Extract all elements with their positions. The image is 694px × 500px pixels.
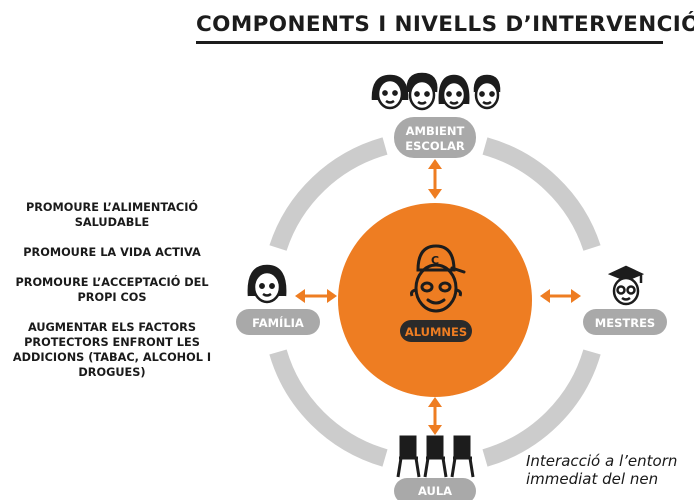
mestres-node (583, 309, 667, 335)
center-label-pill (400, 320, 472, 342)
familia-label: FAMÍLIA (252, 315, 304, 330)
goal-item: PROMOURE L’ACCEPTACIÓ DEL PROPI COS (15, 276, 209, 304)
center-circle (338, 203, 532, 397)
chair-icon (450, 435, 475, 478)
parent-face-icon (247, 264, 287, 304)
face-icon (473, 74, 501, 110)
ring-arc (482, 349, 601, 467)
aula-node (394, 478, 476, 500)
caption-line: Interacció a l’entorn (526, 452, 678, 470)
diagram-title: COMPONENTS I NIVELLS D’INTERVENCIÓ (196, 12, 694, 37)
ambient-escolar-label-line1: AMBIENT (406, 124, 465, 138)
teacher-icon (607, 265, 645, 306)
title-underline (196, 41, 663, 44)
caption-line: immediat del nen (526, 470, 659, 488)
caption: Interacció a l’entorn immediat del nen (526, 452, 677, 488)
familia-node (236, 309, 320, 335)
mestres-label: MESTRES (595, 316, 655, 330)
ring-arc (269, 349, 388, 467)
people-group-icon (371, 72, 501, 111)
ring-arc (269, 137, 388, 251)
face-icon (371, 74, 409, 110)
student-icon (410, 244, 466, 313)
double-arrow-icon (295, 289, 337, 303)
aula-label: AULA (418, 484, 452, 498)
ambient-escolar-label-line2: ESCOLAR (405, 139, 465, 153)
chair-icon (423, 435, 448, 478)
goal-item: AUGMENTAR ELS FACTORS PROTECTORS ENFRONT… (12, 321, 212, 379)
goals-list: PROMOURE L’ALIMENTACIÓ SALUDABLE PROMOUR… (0, 200, 224, 395)
face-icon (438, 74, 470, 110)
chairs-icon (396, 435, 475, 478)
ambient-escolar-node (394, 117, 476, 158)
double-arrow-icon (540, 289, 581, 303)
arrows (295, 159, 581, 435)
double-arrow-icon (428, 397, 442, 435)
center-label: ALUMNES (405, 325, 467, 339)
goal-item: PROMOURE LA VIDA ACTIVA (23, 246, 201, 259)
face-icon (406, 72, 438, 111)
double-arrow-icon (428, 159, 442, 199)
outer-ring (269, 137, 601, 467)
goal-item: PROMOURE L’ALIMENTACIÓ SALUDABLE (25, 201, 199, 229)
chair-icon (396, 435, 421, 478)
cap-letter: C (431, 254, 439, 267)
ring-arc (482, 137, 601, 251)
